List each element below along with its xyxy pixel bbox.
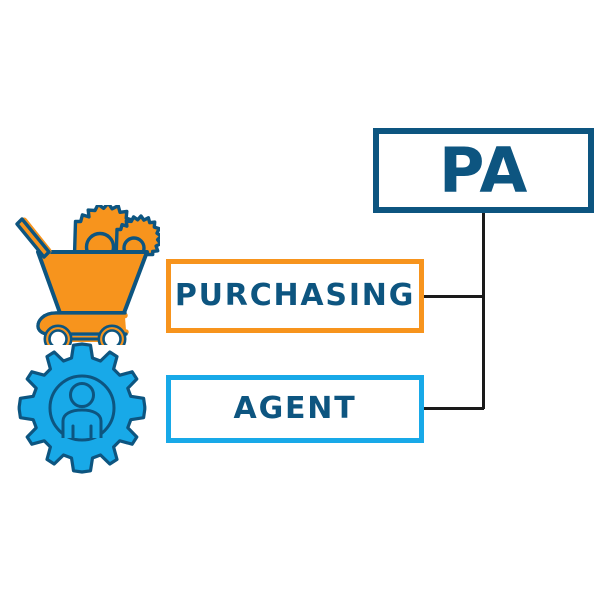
expansion-label-agent: AGENT <box>233 391 357 426</box>
gear-person-icon <box>16 342 148 474</box>
expansion-box-purchasing: PURCHASING <box>166 259 424 333</box>
expansion-box-agent: AGENT <box>166 375 424 443</box>
connector-branch-agent <box>424 407 484 410</box>
expansion-label-purchasing: PURCHASING <box>174 278 416 313</box>
acronym-label: PA <box>439 133 528 207</box>
connector-vertical-trunk <box>482 211 485 409</box>
connector-branch-purchasing <box>424 295 484 298</box>
acronym-box: PA <box>373 128 594 213</box>
shopping-cart-with-gears-icon <box>12 205 160 345</box>
